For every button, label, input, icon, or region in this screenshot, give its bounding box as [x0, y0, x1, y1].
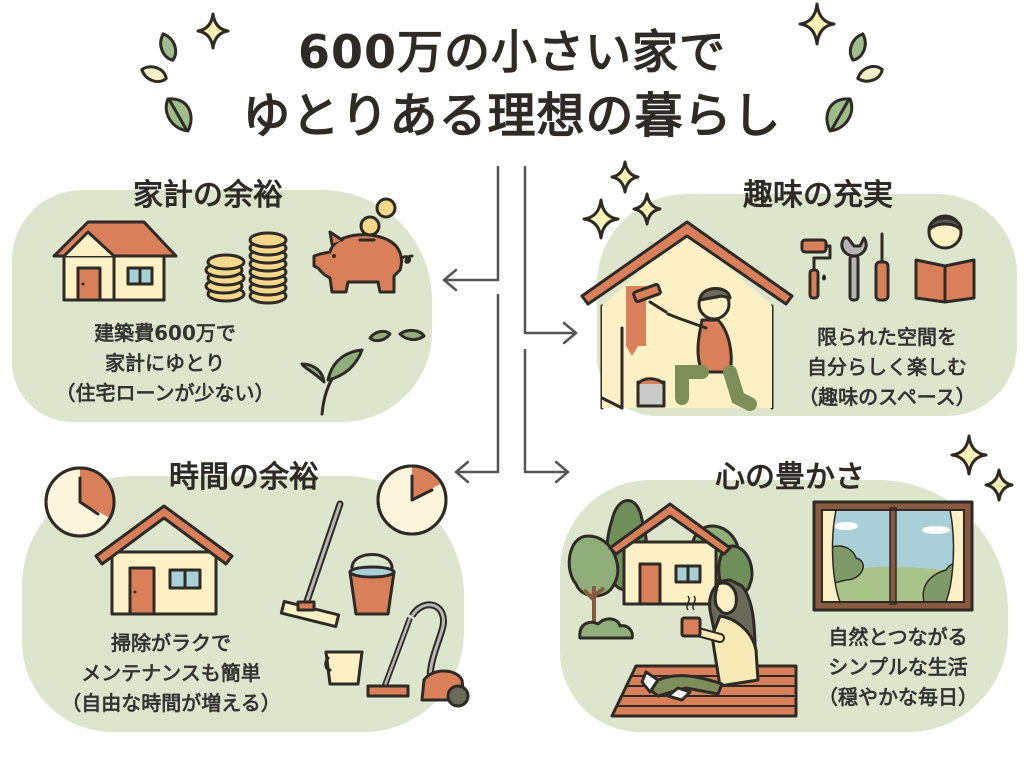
vacuum-icon: [366, 601, 470, 708]
sparkle-icon: [984, 468, 1014, 502]
description-line: 自然とつながる: [828, 625, 968, 649]
relaxing-woman-icon: [640, 578, 760, 702]
coin-stack-icon: [204, 231, 288, 305]
description-line: 自分らしく楽しむ: [807, 355, 967, 379]
sparkle-icon: [582, 198, 620, 240]
description-line: 掃除がラクで: [111, 631, 231, 655]
title-line-2: ゆとりある理想の暮らし: [242, 88, 782, 144]
clock-icon: [44, 466, 116, 538]
description-line: （自由な時間が増える）: [61, 691, 281, 715]
house-icon: [52, 220, 178, 302]
title-line-1: 600万の小さい家で: [297, 25, 727, 79]
section-description: 掃除がラクで メンテナンスも簡単 （自由な時間が増える）: [46, 628, 296, 718]
bucket-icon: [348, 553, 396, 616]
screwdriver-icon: [874, 232, 890, 302]
section-heading: 心の豊かさ: [715, 460, 865, 495]
leaf-icon: [164, 97, 193, 133]
leaf-icon: [856, 65, 884, 83]
mop-icon: [279, 500, 344, 629]
section-heading: 時間の余裕: [169, 460, 319, 495]
sprout-icon: [300, 328, 426, 416]
paint-roller-icon: [800, 238, 832, 300]
section-description: 建築費600万で 家計にゆとり （住宅ローンが少ない）: [40, 318, 290, 408]
section-description: 限られた空間を 自分らしく楽しむ （趣味のスペース）: [782, 322, 992, 412]
sparkle-icon: [798, 2, 836, 46]
painting-person-icon: [580, 220, 794, 411]
description-line: （穏やかな毎日）: [818, 685, 978, 709]
window-landscape-icon: [812, 500, 974, 612]
leaf-icon: [848, 32, 867, 62]
leaf-icon: [825, 97, 854, 133]
connector-arrows: [442, 165, 578, 484]
section-description: 自然とつながる シンプルな生活 （穏やかな毎日）: [798, 622, 998, 712]
description-line: 限られた空間を: [817, 325, 957, 349]
description-line: 家計にゆとり: [105, 351, 225, 375]
piggy-bank-icon: [312, 197, 414, 294]
leaf-icon: [159, 32, 178, 62]
description-line: メンテナンスも簡単: [81, 661, 261, 685]
house-icon: [94, 504, 234, 616]
reading-person-icon: [914, 214, 976, 304]
section-heading: 家計の余裕: [133, 178, 283, 213]
sparkle-icon: [632, 192, 662, 226]
section-heading: 趣味の充実: [743, 178, 893, 213]
clock-icon: [376, 464, 448, 536]
bucket-icon: [324, 650, 364, 686]
leaf-icon: [140, 65, 168, 83]
sparkle-icon: [610, 160, 640, 194]
description-line: （趣味のスペース）: [798, 385, 976, 409]
description-line: 建築費600万で: [94, 321, 236, 345]
wrench-icon: [840, 236, 868, 302]
description-line: （住宅ローンが少ない）: [55, 381, 275, 405]
house-in-forest-icon: [567, 499, 754, 640]
description-line: シンプルな生活: [828, 655, 968, 679]
sparkle-icon: [196, 12, 230, 50]
sparkle-icon: [950, 434, 988, 476]
